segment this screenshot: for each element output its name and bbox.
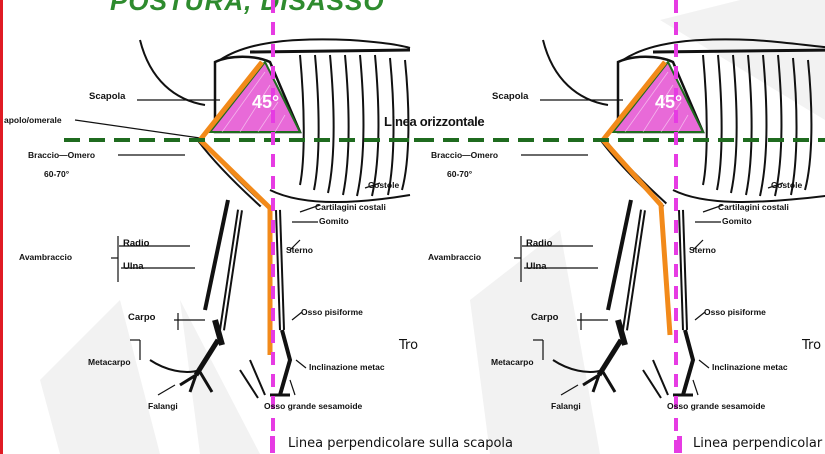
left-border [0, 0, 3, 454]
label-metacarpo: Metacarpo [88, 358, 131, 367]
label-falangi: Falangi [148, 402, 178, 411]
angle-45-left: 45° [252, 92, 279, 113]
label-osso-sesamoide-right: Osso grande sesamoide [667, 402, 765, 411]
label-carpo: Carpo [128, 313, 155, 323]
label-tro-left: Tro [399, 338, 418, 353]
legend-swatch-left [270, 436, 275, 453]
label-ulna: Ulna [123, 262, 144, 272]
legend-text-right: Linea perpendicolar [693, 436, 822, 451]
label-metacarpo-right: Metacarpo [491, 358, 534, 367]
label-ulna-right: Ulna [526, 262, 547, 272]
label-avambraccio: Avambraccio [19, 253, 72, 262]
label-carpo-right: Carpo [531, 313, 558, 323]
label-inclinazione-right: Inclinazione metac [712, 363, 788, 372]
label-scapola-right: Scapola [492, 92, 528, 102]
horizontal-line-label: Linea orizzontale [384, 114, 484, 129]
label-radio-right: Radio [526, 239, 552, 249]
label-angle-range: 60-70° [44, 170, 69, 179]
label-osso-pisiforme: Osso pisiforme [301, 308, 363, 317]
label-avambraccio-right: Avambraccio [428, 253, 481, 262]
label-costole: Costole [368, 181, 399, 190]
label-falangi-right: Falangi [551, 402, 581, 411]
label-cartilagini-right: Cartilagini costali [718, 203, 789, 212]
angle-45-right: 45° [655, 92, 682, 113]
label-costole-right: Costole [771, 181, 802, 190]
legend-swatch-right [677, 436, 682, 453]
legend-text-left: Linea perpendicolare sulla scapola [288, 436, 513, 451]
label-braccio-omero-right: Braccio—Omero [431, 151, 498, 160]
label-cartilagini: Cartilagini costali [315, 203, 386, 212]
label-radio: Radio [123, 239, 149, 249]
label-osso-pisiforme-right: Osso pisiforme [704, 308, 766, 317]
label-braccio-omero: Braccio—Omero [28, 151, 95, 160]
label-gomito: Gomito [319, 217, 349, 226]
label-angle-range-right: 60-70° [447, 170, 472, 179]
label-sterno-right: Sterno [689, 246, 716, 255]
label-scapolo-omerale: apolo/omerale [4, 116, 62, 125]
label-gomito-right: Gomito [722, 217, 752, 226]
label-osso-sesamoide: Osso grande sesamoide [264, 402, 362, 411]
label-inclinazione: Inclinazione metac [309, 363, 385, 372]
label-sterno: Sterno [286, 246, 313, 255]
label-scapola: Scapola [89, 92, 125, 102]
label-tro-right: Tro [802, 338, 821, 353]
